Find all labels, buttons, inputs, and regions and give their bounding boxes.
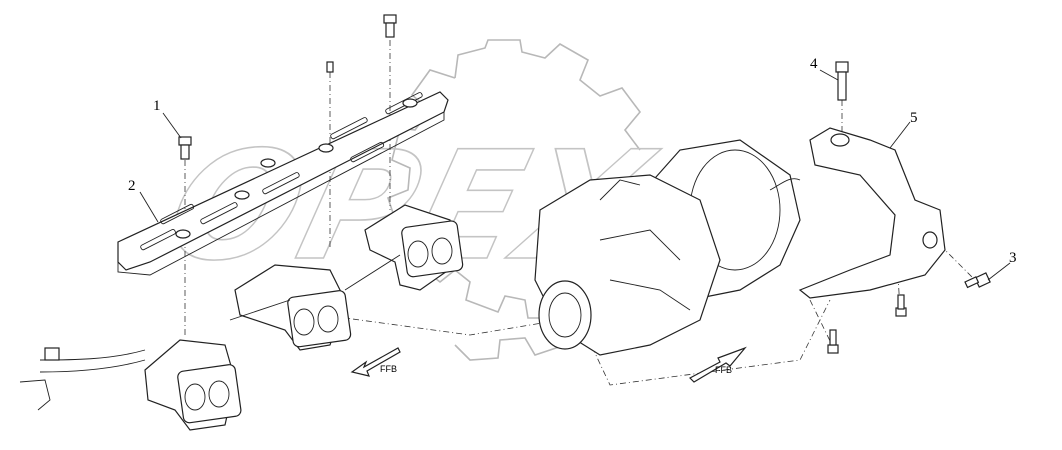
manifold-connector-pipes [229,254,401,321]
sensor-bracket [19,379,51,411]
guide-line-bolt-3 [939,244,976,281]
bracket-top-hole [830,133,850,147]
arrow-right-shape [689,346,747,383]
direction-arrow-left: FFB [350,347,401,377]
bolt-part-1 [178,136,192,160]
bolt-part-3 [964,272,991,289]
sensor-harness [19,347,146,411]
bolt-top-manifold [383,14,397,38]
leader-lines [139,69,1011,281]
turbo-hose [769,178,801,191]
heat-shield-bolt-holes [175,98,418,239]
arrow-left-shape [350,347,401,377]
guide-line-lower-bolt [809,299,833,346]
leader-3 [987,262,1011,281]
callout-5: 5 [910,110,918,126]
bolt-4-head [835,61,849,73]
flange-middle [287,290,352,348]
bracket-side-hole [922,231,938,249]
sensor-connector [44,347,60,361]
bolt-shank [180,144,190,160]
lower-bolts [827,294,907,354]
turbo-detail-lines [599,179,691,311]
callout-2: 2 [128,178,136,194]
callout-1: 1 [153,98,161,114]
callout-3: 3 [1009,250,1017,266]
turbocharger [534,139,801,356]
bolt-3-shank [964,276,980,289]
heat-shield [117,91,449,276]
ffb-label-left: FFB [380,364,397,374]
ffb-label-right: FFB [715,365,732,375]
heat-shield-body [117,91,449,271]
callout-labels: 1 2 3 4 5 [128,56,1017,266]
direction-arrow-right: FFB [689,346,747,383]
leader-2 [139,191,159,223]
leader-5 [889,121,911,149]
leader-1 [162,112,182,139]
turbo-bracket-part-5 [798,127,946,299]
bracket-body [798,127,946,299]
callout-4: 4 [810,56,818,72]
bolt-4-shank [837,71,847,101]
turbo-inlet-flange [538,280,592,350]
bolt-head [178,136,192,146]
bolt-part-4 [835,61,849,101]
leader-4 [819,69,839,81]
exhaust-manifold [144,204,464,431]
stud-top [326,61,334,73]
heat-shield-edge [117,112,445,276]
